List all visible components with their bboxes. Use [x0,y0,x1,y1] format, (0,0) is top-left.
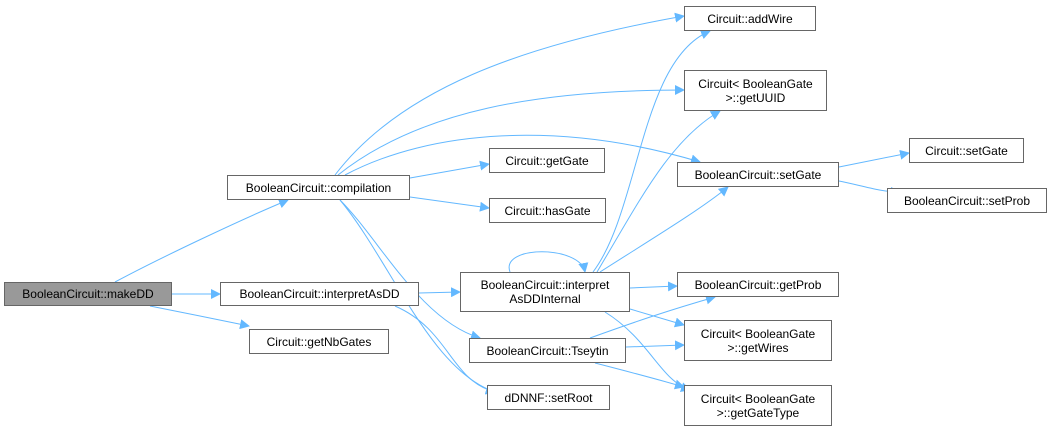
edge-tseytin-to-getProb [589,294,716,339]
node-make-d-d[interactable]: BooleanCircuit::makeDD [4,282,172,306]
node-label-line: Circuit< BooleanGate [700,326,816,341]
node-label-line: >::getUUID [725,90,786,105]
node-get-u-u-i-d[interactable]: Circuit< BooleanGate>::getUUID [684,70,827,111]
edge-interpretAsDDInternal-to-addWire [592,29,711,273]
node-c-set-gate[interactable]: Circuit::setGate [909,138,1024,163]
node-tseytin[interactable]: BooleanCircuit::Tseytin [469,338,626,363]
node-label-line: BooleanCircuit::interpret [480,278,610,292]
node-label-line: BooleanCircuit::makeDD [22,287,154,301]
edge-compilation-to-hasGate [409,196,490,212]
node-label-line: Circuit::getNbGates [266,334,372,349]
node-get-gate[interactable]: Circuit::getGate [489,148,605,173]
edge-compilation-to-getUUID [337,85,685,176]
node-label-line: BooleanCircuit::setGate [694,167,822,182]
edge-tseytin-to-getGateType [594,362,685,390]
edge-interpretAsDDInternal-to-getProb [629,281,678,292]
edge-interpretAsDDInternal-to-bcSetGate [599,186,729,273]
edge-compilation-to-addWire [334,12,685,176]
node-label-line: Circuit::getGate [505,153,589,168]
node-set-prob[interactable]: BooleanCircuit::setProb [887,188,1047,213]
edge-compilation-to-bcSetGate [344,134,701,176]
node-label-line: BooleanCircuit::interpretAsDD [239,287,400,301]
node-set-root[interactable]: dDNNF::setRoot [487,385,610,410]
edge-tseytin-to-getWires [625,340,685,351]
node-interpret-as-d-d[interactable]: BooleanCircuit::interpretAsDD [220,282,419,306]
node-get-gate-type[interactable]: Circuit< BooleanGate>::getGateType [684,385,832,426]
edge-makeDD-to-compilation [114,198,289,283]
node-label-line: BooleanCircuit::Tseytin [486,343,609,358]
edge-interpretAsDDInternal-to-getWires [629,308,685,328]
node-label-line: Circuit< BooleanGate [698,76,813,91]
node-label-line: >::getGateType [716,405,800,420]
edge-compilation-to-tseytin [339,199,481,341]
node-label-line: Circuit::setGate [925,143,1008,158]
edge-bcSetGate-to-cSetGate [838,149,910,168]
node-has-gate[interactable]: Circuit::hasGate [489,198,606,223]
node-get-prob[interactable]: BooleanCircuit::getProb [677,272,839,297]
node-add-wire[interactable]: Circuit::addWire [684,6,816,31]
node-bc-set-gate[interactable]: BooleanCircuit::setGate [677,162,839,187]
node-label-line: BooleanCircuit::setProb [903,193,1031,208]
node-label-line: >::getWires [727,340,789,355]
edge-interpretAsDD-to-interpretAsDDInternal [418,287,461,298]
node-label-line: Circuit< BooleanGate [700,391,816,406]
node-compilation[interactable]: BooleanCircuit::compilation [227,175,410,200]
node-get-wires[interactable]: Circuit< BooleanGate>::getWires [684,320,832,361]
edge-compilation-to-getGate [409,160,490,179]
edge-interpretAsDDInternal-to-interpretAsDDInternal [508,251,589,273]
edge-interpretAsDD-to-setRoot [394,305,496,395]
node-label-line: AsDDInternal [509,292,581,306]
node-label-line: dDNNF::setRoot [504,390,593,405]
node-label-line: BooleanCircuit::getProb [694,277,822,292]
node-label-line: Circuit::addWire [707,11,793,26]
edge-makeDD-to-getNbGates [149,305,250,330]
node-label-line: Circuit::hasGate [504,203,591,218]
node-label-line: BooleanCircuit::compilation [245,180,392,195]
edge-interpretAsDDInternal-to-getUUID [596,110,721,273]
node-get-nb-gates[interactable]: Circuit::getNbGates [249,329,389,354]
